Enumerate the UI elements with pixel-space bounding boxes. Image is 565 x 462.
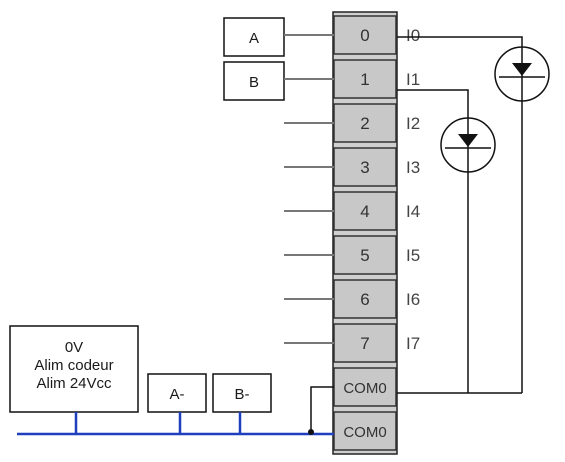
com-junction-dot [308,429,314,435]
signal-label-b: B [249,74,259,91]
input-label-i3: I3 [406,158,420,177]
terminal-0 [333,15,397,55]
terminal-label-0: 0 [360,26,369,45]
neg-box-a [147,373,207,413]
terminal-label-7: 7 [360,334,369,353]
power-supply-box [9,325,139,413]
terminal-label-6: 6 [360,290,369,309]
terminal-5 [333,235,397,275]
terminal-label-3: 3 [360,158,369,177]
power-0v-label: 0V [65,339,83,356]
led-i1-icon [440,117,496,173]
input-label-i0: I0 [406,26,420,45]
signal-box-b [223,61,285,101]
terminal-label-4: 4 [360,202,369,221]
signal-box-a [223,17,285,57]
input-label-i1: I1 [406,70,420,89]
input-label-i4: I4 [406,202,420,221]
terminal-cells [333,15,397,451]
terminal-label-1: 1 [360,70,369,89]
neg-label-a: A- [170,386,185,403]
input-label-i2: I2 [406,114,420,133]
com-jumper [310,386,334,432]
com0-label-b: COM0 [343,424,386,441]
terminal-3 [333,147,397,187]
neg-label-b: B- [235,386,250,403]
neg-box-b [212,373,272,413]
terminal-label-5: 5 [360,246,369,265]
input-wires [284,34,334,344]
terminal-label-2: 2 [360,114,369,133]
wire-i1-led [397,89,469,122]
input-label-i6: I6 [406,290,420,309]
ground-bus [17,412,334,436]
com0-label-a: COM0 [343,380,386,397]
terminal-2 [333,103,397,143]
power-alim-codeur-label: Alim codeur [34,357,113,374]
input-label-i5: I5 [406,246,420,265]
led-i0-icon [494,46,550,102]
terminal-1 [333,59,397,99]
signal-label-a: A [249,30,259,47]
input-label-i7: I7 [406,334,420,353]
terminal-com0-b [333,411,397,451]
power-alim-24vcc-label: Alim 24Vcc [36,375,112,392]
